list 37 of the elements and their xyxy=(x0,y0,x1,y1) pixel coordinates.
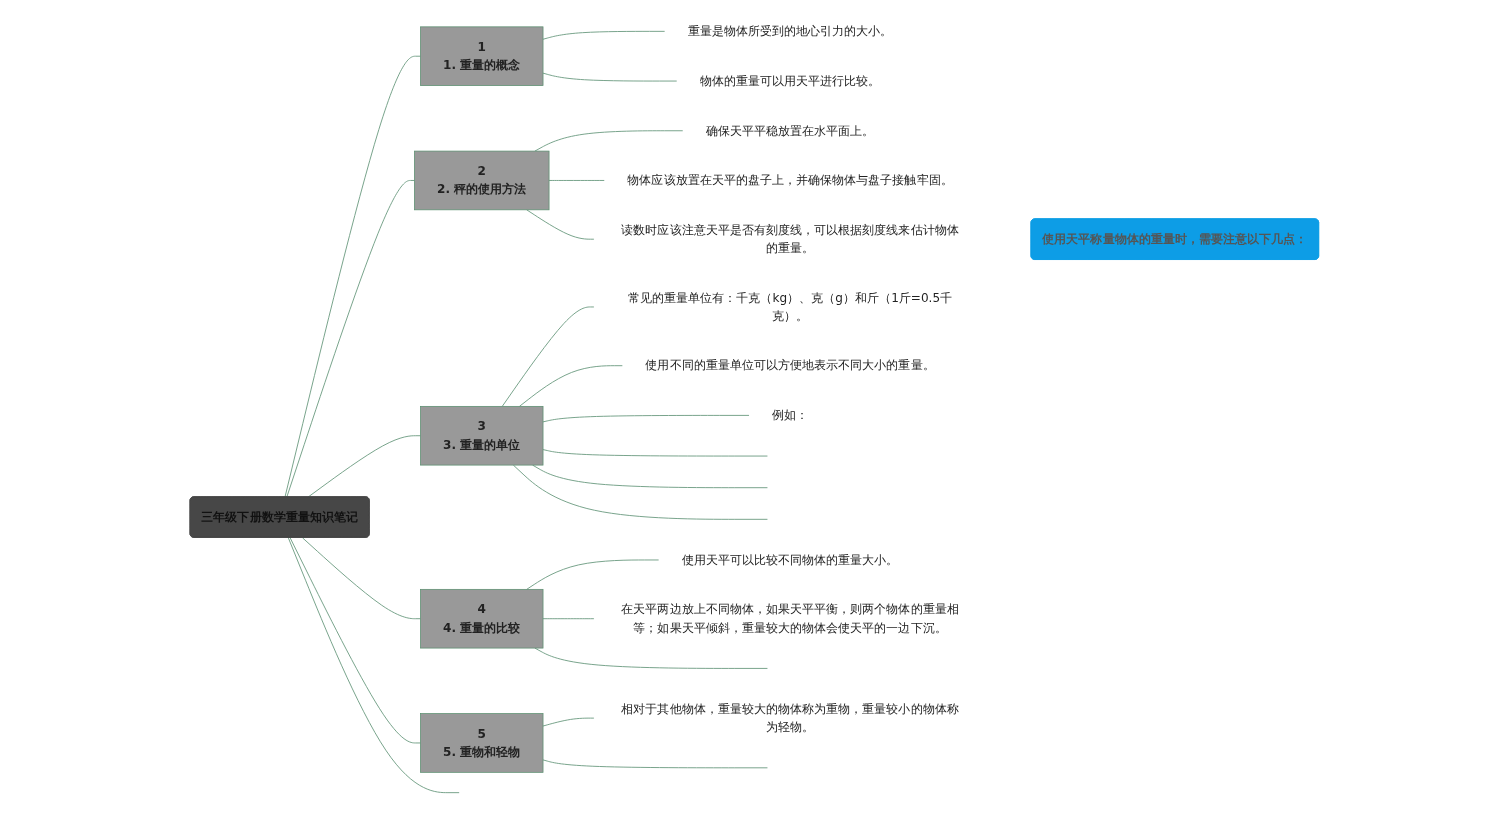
node-box xyxy=(419,588,544,649)
node-box xyxy=(419,713,544,773)
connector xyxy=(518,365,623,407)
connector xyxy=(301,537,421,620)
connector xyxy=(525,559,660,590)
connector xyxy=(307,435,421,498)
node-text: 在天平两边放上不同物体，如果天平平衡，则两个物体的重量相等；如果天平倾斜，重量较大的物体会使天平的一边下沉。 xyxy=(621,602,959,635)
node-text: 物体的重量可以用天平进行比较。 xyxy=(699,73,881,88)
connector xyxy=(542,618,595,620)
node-text: 重量是物体所受到的地心引力的大小。 xyxy=(687,23,893,39)
connector xyxy=(542,449,768,457)
connector xyxy=(501,306,595,407)
connector xyxy=(542,759,768,769)
connector xyxy=(542,30,666,40)
connector xyxy=(289,537,421,744)
connector xyxy=(542,72,678,82)
node-text: 读数时应该注意天平是否有刻度线，可以根据刻度线来估计物体的重量。 xyxy=(621,222,959,255)
connector xyxy=(286,180,415,498)
connector xyxy=(548,180,605,181)
connector xyxy=(284,55,421,498)
node-text: 使用不同的重量单位可以方便地表示不同大小的重量。 xyxy=(645,358,935,373)
node-text: 使用天平可以比较不同物体的重量大小。 xyxy=(681,552,899,567)
node-text: 相对于其他物体，重量较大的物体称为重物，重量较小的物体称为轻物。 xyxy=(621,701,959,734)
node-box xyxy=(419,406,544,466)
connector xyxy=(534,130,684,152)
connector xyxy=(542,717,595,727)
node-text: 例如： xyxy=(771,407,808,423)
connector xyxy=(525,209,595,240)
connector xyxy=(534,647,768,669)
connector xyxy=(287,537,460,794)
node-text: 确保天平平稳放置在水平面上。 xyxy=(705,123,875,138)
connector xyxy=(542,414,750,423)
connector xyxy=(512,464,768,520)
node-text: 物体应该放置在天平的盘子上，并确保物体与盘子接触牢固。 xyxy=(627,172,953,188)
node-box xyxy=(413,150,550,211)
node-text: 常见的重量单位有：千克（kg）、克（g）和斤（1斤=0.5千克）。 xyxy=(627,290,952,323)
node-box xyxy=(419,26,544,86)
